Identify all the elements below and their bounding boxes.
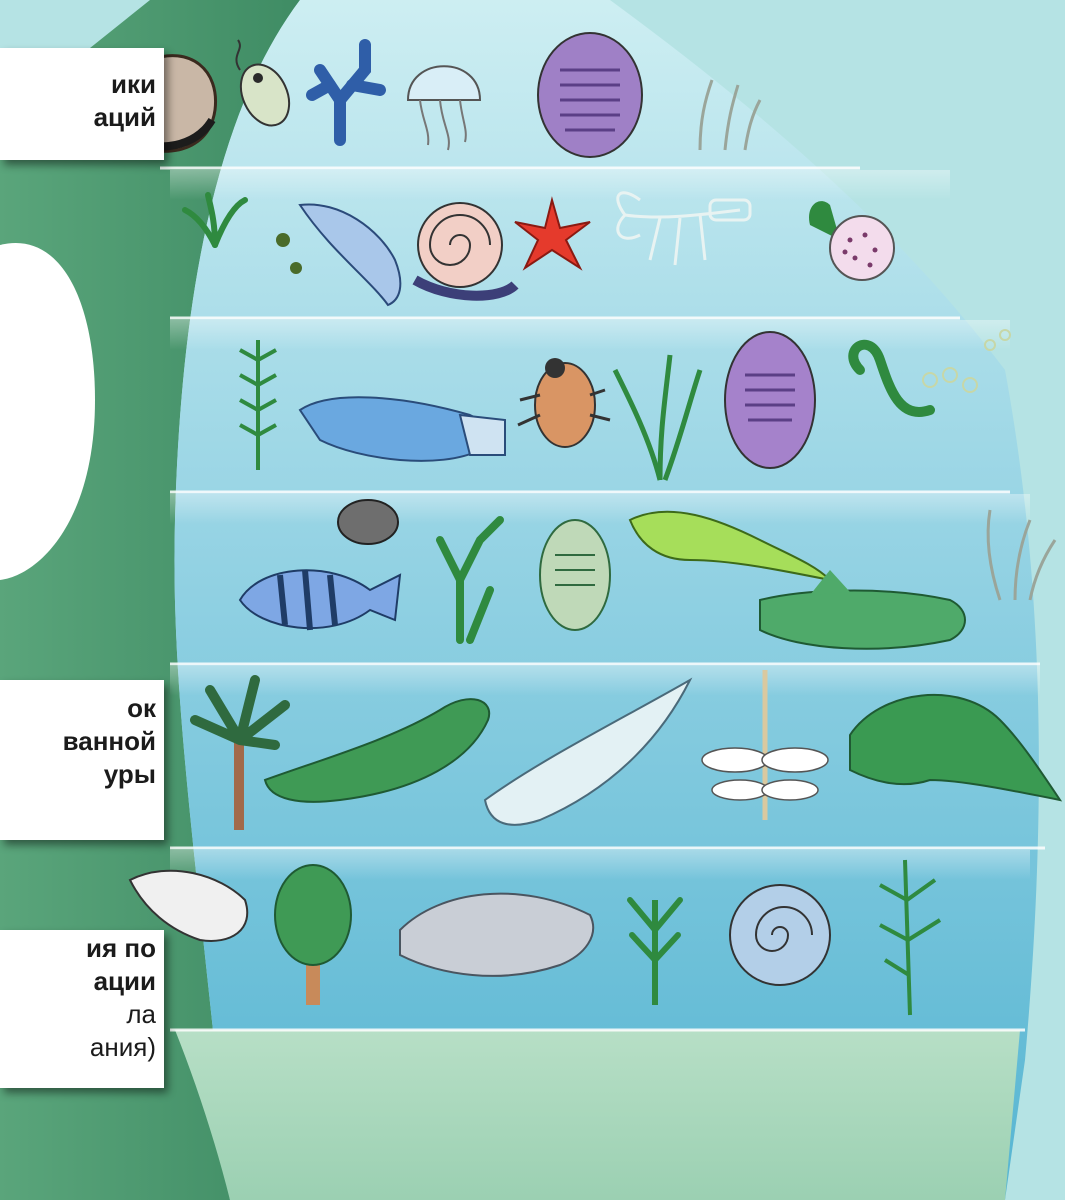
label-card-1: ики аций: [0, 48, 164, 160]
trilobite-icon: [725, 332, 815, 468]
label-card-2: ок ванной уры: [0, 680, 164, 840]
label-card-3-line-4: ания): [0, 1031, 156, 1064]
sea-floor: [175, 1030, 1020, 1200]
label-card-3-line-3: ла: [0, 998, 156, 1031]
trilobite-icon: [540, 520, 610, 630]
label-card-3-line-1: ия по: [0, 932, 156, 965]
label-card-1-line-1: ики: [0, 68, 156, 101]
label-card-3-line-2: ации: [0, 965, 156, 998]
clam-icon: [338, 500, 398, 544]
trilobite-icon: [538, 33, 642, 157]
label-card-2-line-1: ок: [0, 692, 156, 725]
label-card-2-line-3: уры: [0, 758, 156, 791]
nautilus-icon: [730, 885, 830, 985]
label-card-3: ия по ации ла ания): [0, 930, 164, 1088]
label-card-2-line-2: ванной: [0, 725, 156, 758]
label-card-1-line-2: аций: [0, 101, 156, 134]
